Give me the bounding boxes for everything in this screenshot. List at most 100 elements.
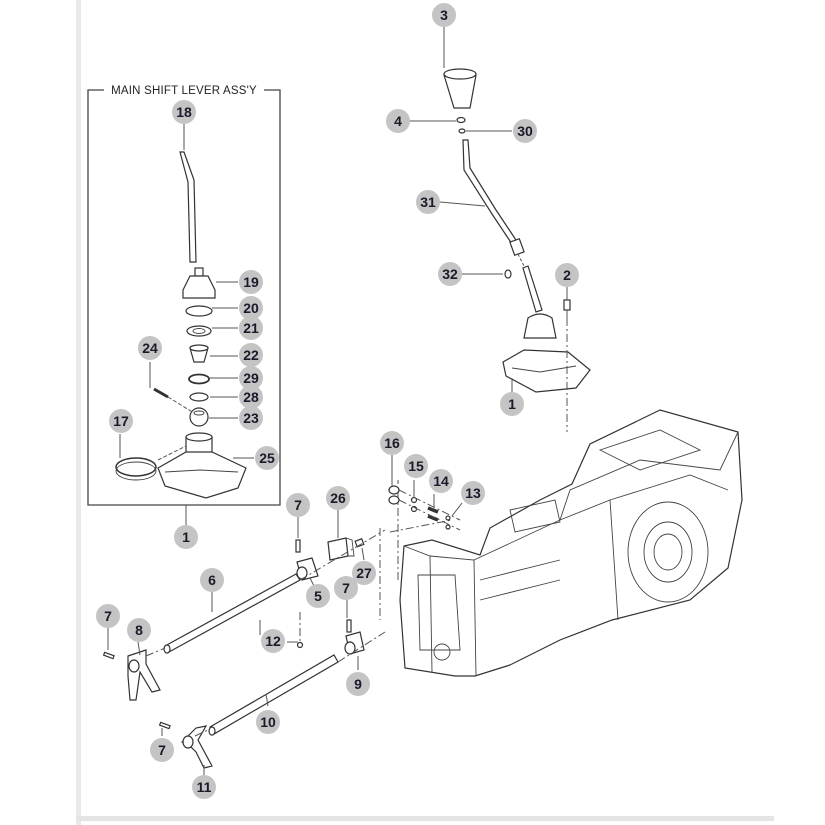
snap-ring-20 xyxy=(185,305,213,317)
svg-text:7: 7 xyxy=(104,608,112,624)
clamp-17 xyxy=(115,457,157,481)
callout-24: 24 xyxy=(138,336,162,360)
fork-8 xyxy=(127,649,161,701)
callout-21: 21 xyxy=(239,316,263,340)
svg-text:14: 14 xyxy=(433,473,449,489)
washer-21 xyxy=(186,325,212,337)
callout-2: 2 xyxy=(555,263,579,287)
fork-11 xyxy=(180,725,213,769)
svg-text:26: 26 xyxy=(330,490,346,506)
bolt-27 xyxy=(354,538,365,548)
svg-text:13: 13 xyxy=(465,485,481,501)
snap-ring-28 xyxy=(189,392,209,402)
svg-text:28: 28 xyxy=(243,389,259,405)
svg-text:23: 23 xyxy=(243,410,259,426)
callout-18: 18 xyxy=(172,100,196,124)
svg-text:8: 8 xyxy=(135,622,143,638)
svg-text:7: 7 xyxy=(342,580,350,596)
callout-31: 31 xyxy=(416,190,440,214)
callout-3: 3 xyxy=(432,3,456,27)
nut-4 xyxy=(456,116,466,124)
svg-text:12: 12 xyxy=(265,633,281,649)
callout-7-right: 7 xyxy=(334,576,358,600)
spring-seat-22 xyxy=(189,344,209,363)
ball-15 xyxy=(410,496,418,513)
callout-32: 32 xyxy=(438,262,462,286)
left-border xyxy=(76,0,81,825)
callout-23: 23 xyxy=(239,406,263,430)
washer-30 xyxy=(458,128,466,134)
lever-rod-18 xyxy=(179,151,197,263)
lever-case-25 xyxy=(157,432,247,499)
callout-6: 6 xyxy=(200,568,224,592)
svg-text:30: 30 xyxy=(517,123,533,139)
svg-text:9: 9 xyxy=(354,676,362,692)
svg-text:10: 10 xyxy=(260,714,276,730)
svg-text:27: 27 xyxy=(356,565,372,581)
svg-text:21: 21 xyxy=(243,320,259,336)
spring-14 xyxy=(427,506,439,522)
svg-text:2: 2 xyxy=(563,267,571,283)
knob-3 xyxy=(443,68,477,109)
callout-7-upper: 7 xyxy=(286,493,310,517)
callout-1-lower: 1 xyxy=(174,525,198,549)
transmission-case xyxy=(399,409,743,677)
pin-7-left xyxy=(102,651,115,660)
ball-13 xyxy=(445,515,451,530)
bolt-2 xyxy=(563,299,571,318)
callout-10: 10 xyxy=(256,710,280,734)
bracket-26 xyxy=(327,537,355,561)
callout-4: 4 xyxy=(386,109,410,133)
svg-text:3: 3 xyxy=(440,7,448,23)
lower-lever xyxy=(522,265,557,339)
svg-text:20: 20 xyxy=(243,300,259,316)
callout-26: 26 xyxy=(326,486,350,510)
callout-22: 22 xyxy=(239,343,263,367)
svg-text:22: 22 xyxy=(243,347,259,363)
boot-19 xyxy=(182,267,216,299)
svg-text:24: 24 xyxy=(142,340,158,356)
shift-piece-9 xyxy=(344,631,365,655)
svg-text:16: 16 xyxy=(384,435,400,451)
callout-7-lower: 7 xyxy=(150,738,174,762)
svg-text:19: 19 xyxy=(243,274,259,290)
callout-7-left: 7 xyxy=(96,604,120,628)
bolt-32 xyxy=(504,269,512,279)
svg-text:32: 32 xyxy=(442,266,458,282)
svg-text:29: 29 xyxy=(243,370,259,386)
svg-text:11: 11 xyxy=(197,779,212,795)
svg-text:31: 31 xyxy=(420,194,436,210)
o-ring-29 xyxy=(188,373,210,385)
bottom-border xyxy=(76,816,774,821)
pin-7-upper xyxy=(295,539,301,553)
callout-20: 20 xyxy=(239,296,263,320)
svg-text:15: 15 xyxy=(408,458,424,474)
callout-13: 13 xyxy=(461,481,485,505)
svg-text:25: 25 xyxy=(259,450,275,466)
callout-12: 12 xyxy=(261,629,285,653)
lever-rod-31 xyxy=(462,139,525,257)
callout-28: 28 xyxy=(239,385,263,409)
callout-5: 5 xyxy=(306,584,330,608)
lever-case-1 xyxy=(502,349,591,393)
pin-24 xyxy=(153,387,169,399)
callout-1-upper: 1 xyxy=(500,392,524,416)
pin-7-right xyxy=(346,619,352,633)
svg-text:4: 4 xyxy=(394,113,402,129)
callout-17: 17 xyxy=(109,409,133,433)
svg-text:1: 1 xyxy=(182,529,190,545)
callout-30: 30 xyxy=(513,119,537,143)
svg-text:7: 7 xyxy=(294,497,302,513)
assembly-box: MAIN SHIFT LEVER ASS'Y xyxy=(87,85,281,506)
assembly-box-title: MAIN SHIFT LEVER ASS'Y xyxy=(111,85,257,97)
callout-27: 27 xyxy=(352,561,376,585)
svg-text:17: 17 xyxy=(113,413,129,429)
ball-12 xyxy=(296,641,304,649)
callout-15: 15 xyxy=(404,454,428,478)
callout-19: 19 xyxy=(239,270,263,294)
callout-16: 16 xyxy=(380,431,404,455)
svg-text:7: 7 xyxy=(158,742,166,758)
callout-8: 8 xyxy=(127,618,151,642)
svg-text:18: 18 xyxy=(176,104,192,120)
